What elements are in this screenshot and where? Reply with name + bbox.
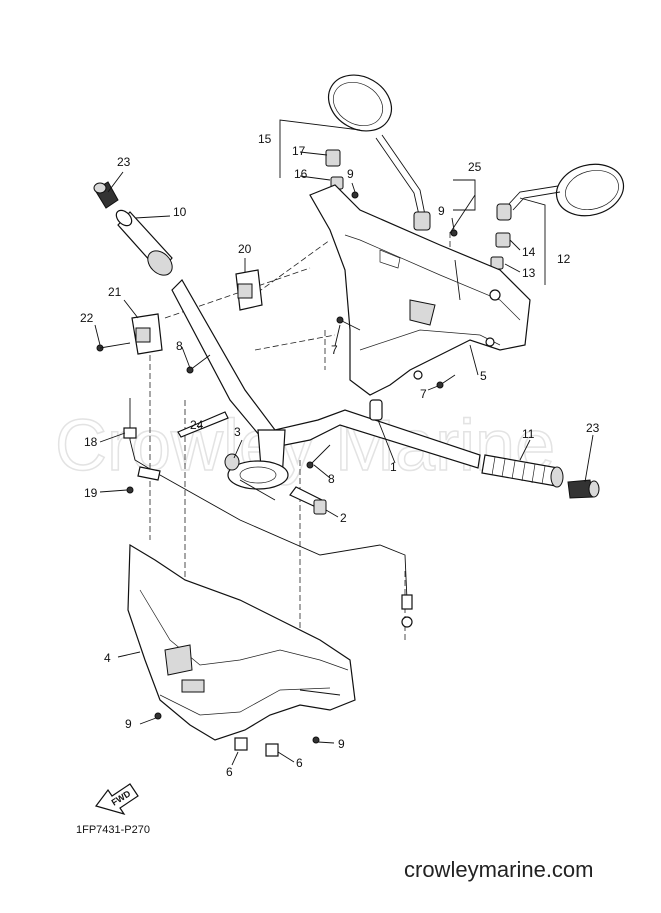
label-9d: 9: [338, 737, 345, 751]
label-18: 18: [84, 435, 98, 449]
site-footer: crowleymarine.com: [404, 857, 594, 882]
throttle-cable: [123, 398, 413, 628]
label-6a: 6: [226, 765, 233, 779]
label-14: 14: [522, 245, 536, 259]
left-grip: [115, 209, 173, 276]
handlebar-holder: [224, 453, 289, 501]
label-9b: 9: [438, 204, 445, 218]
label-24: 24: [190, 418, 204, 432]
label-17: 17: [292, 144, 306, 158]
left-mirror: [328, 74, 431, 231]
label-23b: 23: [586, 421, 600, 435]
rear-cover: [309, 184, 531, 396]
label-20: 20: [238, 242, 252, 256]
holder-20: [235, 269, 263, 311]
label-16: 16: [294, 167, 308, 181]
label-10: 10: [173, 205, 187, 219]
label-1: 1: [390, 460, 397, 474]
cable-tie: [177, 411, 229, 438]
label-9c: 9: [125, 717, 132, 731]
label-9a: 9: [347, 167, 354, 181]
label-7b: 7: [420, 387, 427, 401]
label-21: 21: [108, 285, 122, 299]
right-mirror: [496, 163, 625, 221]
label-13: 13: [522, 266, 536, 280]
label-11: 11: [522, 427, 535, 441]
label-4: 4: [104, 651, 111, 665]
front-cover: [127, 543, 356, 741]
leader-lines: [94, 119, 594, 766]
right-bar-end: [567, 479, 600, 499]
clips: [154, 712, 320, 757]
part-labels: 1 2 3 4 5 6 6 7 7 8 8 9 9 9 9 10 11 12 1…: [80, 132, 600, 779]
label-6b: 6: [296, 756, 303, 770]
label-19: 19: [84, 486, 98, 500]
label-8b: 8: [328, 472, 335, 486]
label-12: 12: [557, 252, 571, 266]
label-25: 25: [468, 160, 482, 174]
label-22: 22: [80, 311, 94, 325]
watermark: Crowley Marine: [55, 406, 555, 486]
label-2: 2: [340, 511, 347, 525]
label-15: 15: [258, 132, 272, 146]
diagram-code: 1FP7431-P270: [76, 824, 150, 836]
label-3: 3: [234, 425, 241, 439]
label-7a: 7: [331, 343, 338, 357]
label-8a: 8: [176, 339, 183, 353]
left-bar-end: [93, 181, 119, 209]
label-23a: 23: [117, 155, 131, 169]
label-5: 5: [480, 369, 487, 383]
fwd-arrow-icon: FWD: [94, 783, 139, 816]
right-grip: [481, 454, 564, 488]
bolts: [96, 316, 456, 515]
holder-21: [131, 313, 163, 355]
